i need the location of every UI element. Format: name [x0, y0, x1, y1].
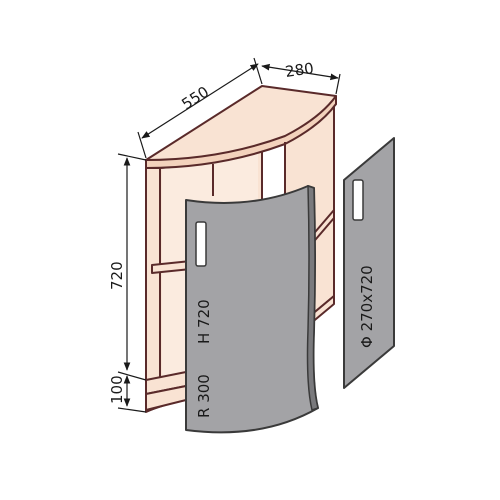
dimension-lines — [117, 57, 341, 413]
dim-depth-line — [261, 63, 339, 81]
curved-door-handle — [195, 221, 207, 267]
dim-plinth-label: 100 — [108, 375, 126, 404]
curved-door-edge — [306, 184, 319, 411]
flat-door-handle — [352, 179, 364, 221]
left-side-panel — [145, 159, 161, 413]
dim-depth-extension-right — [335, 73, 341, 95]
flat-door: Φ 270x720 — [343, 137, 395, 389]
top-edge — [145, 95, 337, 169]
dim-width-extension-right — [253, 57, 263, 85]
dim-width-label: 550 — [178, 83, 212, 114]
dim-height-extension-top — [117, 153, 147, 161]
dim-width-line — [141, 63, 259, 139]
dim-height-label: 720 — [108, 261, 126, 290]
dim-plinth-extension-bottom — [117, 407, 147, 413]
curved-door: R 300 H 720 — [185, 184, 319, 434]
dim-height-extension-bottom — [117, 371, 147, 381]
dim-width-extension-left — [137, 131, 147, 159]
curved-door-radius-label: R 300 — [195, 374, 213, 418]
dim-depth-label: 280 — [284, 59, 315, 81]
flat-door-label: Φ 270x720 — [358, 265, 376, 348]
flat-door-panel — [343, 137, 395, 389]
curved-door-height-label: H 720 — [195, 299, 213, 344]
